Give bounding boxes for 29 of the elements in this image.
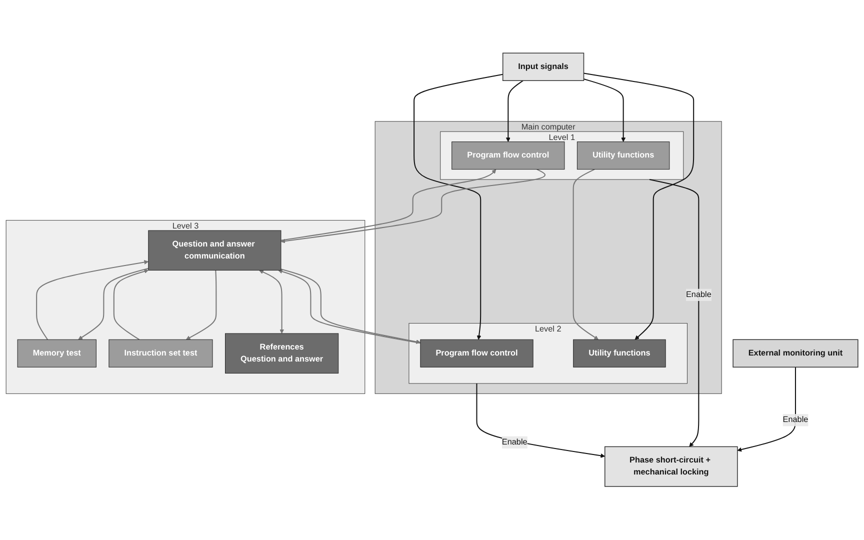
- node-box: Utility functions: [573, 340, 666, 368]
- arrow: [113, 269, 149, 340]
- node-box: Input signals: [502, 52, 584, 82]
- arrow: [572, 169, 599, 340]
- node-box: Program flow control: [420, 340, 534, 368]
- arrow: [280, 169, 496, 242]
- arrow: [584, 73, 694, 340]
- arrow: [36, 260, 149, 340]
- edge-label: Enable: [502, 438, 528, 447]
- arrow: [737, 367, 796, 452]
- arrow: [476, 384, 606, 458]
- edge-label: Enable: [686, 290, 712, 300]
- node-box: Instruction set test: [108, 340, 213, 368]
- node-box: Phase short-circuit + mechanical locking: [604, 446, 738, 488]
- node-box: Program flow control: [452, 142, 565, 170]
- arrow: [584, 78, 626, 142]
- node-box: References Question and answer: [225, 333, 339, 374]
- node-box: Memory test: [17, 340, 96, 368]
- arrow: [280, 169, 546, 244]
- arrow: [78, 268, 149, 340]
- node-box: Utility functions: [576, 142, 670, 170]
- arrow: [506, 80, 524, 142]
- arrow: [414, 74, 503, 340]
- arrow: [649, 179, 700, 448]
- edge-label: Enable: [782, 416, 808, 424]
- arrow: [259, 270, 284, 334]
- node-box: Question and answer communication: [148, 230, 282, 271]
- node-box: External monitoring unit: [732, 339, 858, 368]
- arrow: [186, 270, 217, 340]
